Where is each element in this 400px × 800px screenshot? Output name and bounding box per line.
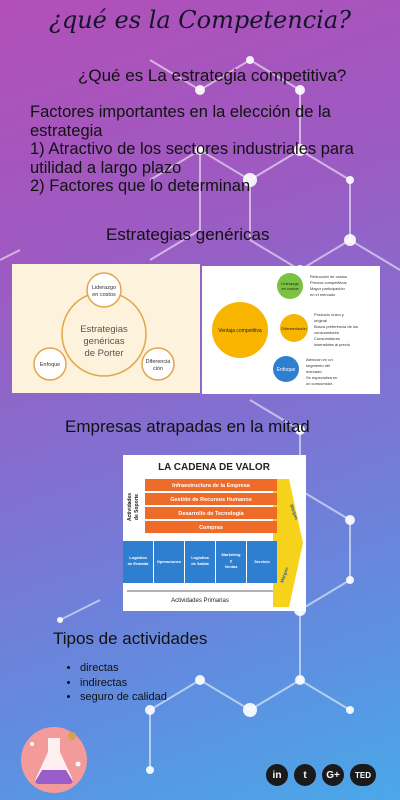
advantage-bullet: Mayor participación: [310, 286, 345, 291]
margin-label: Margen: [279, 566, 289, 583]
advantage-bullet: en el mercado: [310, 292, 336, 297]
question-heading: ¿Qué es La estrategia competitiva?: [78, 66, 347, 85]
ted-icon[interactable]: TED: [350, 764, 376, 786]
stuck-in-middle-heading: Empresas atrapadas en la mitad: [65, 417, 310, 436]
advantage-bullet: Precios competitivos: [310, 280, 347, 285]
linkedin-icon[interactable]: in: [266, 764, 288, 786]
advantage-diagram: Ventaja competitiva Liderazgo en costos …: [212, 273, 358, 386]
list-item: indirectas: [80, 676, 167, 691]
value-chain-row: Infraestructura de la Empresa: [172, 483, 251, 489]
advantage-bullet: un consumidor.: [306, 381, 333, 386]
porter-diagram-image: Estrategias genéricas de Porter Liderazg…: [12, 264, 200, 393]
margin-label: Margen: [289, 504, 299, 521]
advantage-center-label: Ventaja competitiva: [218, 328, 262, 334]
support-label: Actividades: [127, 493, 133, 521]
primary-activity-label: Ventas: [225, 564, 239, 569]
google-plus-icon[interactable]: G+: [322, 764, 344, 786]
primary-activity-label: Logística: [129, 555, 147, 560]
factors-line: 2) Factores que lo determinan: [30, 177, 251, 195]
advantage-bullet: mercado.: [306, 369, 323, 374]
porter-top-label: Liderazgo: [92, 285, 116, 291]
porter-right-label: ción: [153, 366, 163, 372]
primary-activity-label: de Salida: [191, 561, 209, 566]
porter-left-label: Enfoque: [40, 362, 61, 368]
primary-activity-label: Operaciones: [157, 559, 182, 564]
factors-line: Factores importantes en la elección de l…: [30, 103, 331, 121]
advantage-bullet: Busca preferencia de los: [314, 324, 358, 329]
primary-activities-label: Actividades Primarias: [171, 598, 229, 604]
page-title: ¿qué es la Competencia?: [48, 6, 351, 34]
advantage-bullet: consumidores: [314, 330, 339, 335]
primary-activity-label: Marketing: [222, 552, 241, 557]
list-item: seguro de calidad: [80, 690, 167, 705]
advantage-node-label: en costos: [281, 286, 298, 291]
twitter-icon[interactable]: t: [294, 764, 316, 786]
value-chain-image: LA CADENA DE VALOR Infraestructura de la…: [123, 455, 306, 611]
primary-activity-label: Logística: [191, 555, 209, 560]
advantage-bullet: original: [314, 318, 327, 323]
factors-line: utilidad a largo plazo: [30, 158, 182, 177]
value-chain-row: Compras: [199, 525, 223, 531]
factors-line: estrategia: [30, 121, 103, 140]
value-chain-row: Desarrollo de Tecnología: [178, 511, 244, 517]
flask-logo-icon: [21, 727, 87, 793]
value-chain-diagram: LA CADENA DE VALOR Infraestructura de la…: [123, 462, 303, 607]
advantage-bullet: insensibles al precio: [314, 342, 351, 347]
value-chain-title: LA CADENA DE VALOR: [158, 462, 271, 473]
porter-right-label: Diferencia: [146, 359, 172, 365]
advantage-bullet: Se especializa en: [306, 375, 337, 380]
porter-center-label: genéricas: [83, 336, 124, 347]
advantage-diagram-image: Ventaja competitiva Liderazgo en costos …: [202, 266, 380, 394]
porter-center-label: de Porter: [84, 348, 123, 359]
advantage-bullet: segmento del: [306, 363, 330, 368]
porter-center-label: Estrategias: [80, 324, 128, 335]
advantage-node-label: Enfoque: [277, 367, 296, 373]
list-item: directas: [80, 661, 167, 676]
primary-activity-label: Servicio: [254, 559, 270, 564]
advantage-bullet: Consumidores: [314, 336, 340, 341]
advantage-node-label: Liderazgo: [281, 281, 299, 286]
porter-top-label: en costos: [92, 292, 116, 298]
activity-types-heading: Tipos de actividades: [53, 629, 208, 648]
primary-activity-label: y: [230, 558, 233, 563]
advantage-bullet: Producto único y: [314, 312, 344, 317]
generic-strategies-heading: Estrategias genéricas: [106, 225, 270, 244]
advantage-node-label: Diferenciación: [281, 326, 306, 331]
activity-types-list: directas indirectas seguro de calidad: [58, 661, 167, 705]
factors-line: 1) Atractivo de los sectores industriale…: [30, 140, 354, 158]
advantage-bullet: Atención en un: [306, 357, 333, 362]
support-label: de Soporte: [134, 494, 140, 520]
porter-diagram: Estrategias genéricas de Porter Liderazg…: [33, 272, 175, 381]
advantage-bullet: Reducción de costos: [310, 274, 347, 279]
primary-activity-label: de Entrada: [128, 561, 149, 566]
factors-text: Factores importantes en la elección de l…: [30, 103, 395, 196]
value-chain-row: Gestión de Recursos Humanos: [170, 497, 252, 503]
